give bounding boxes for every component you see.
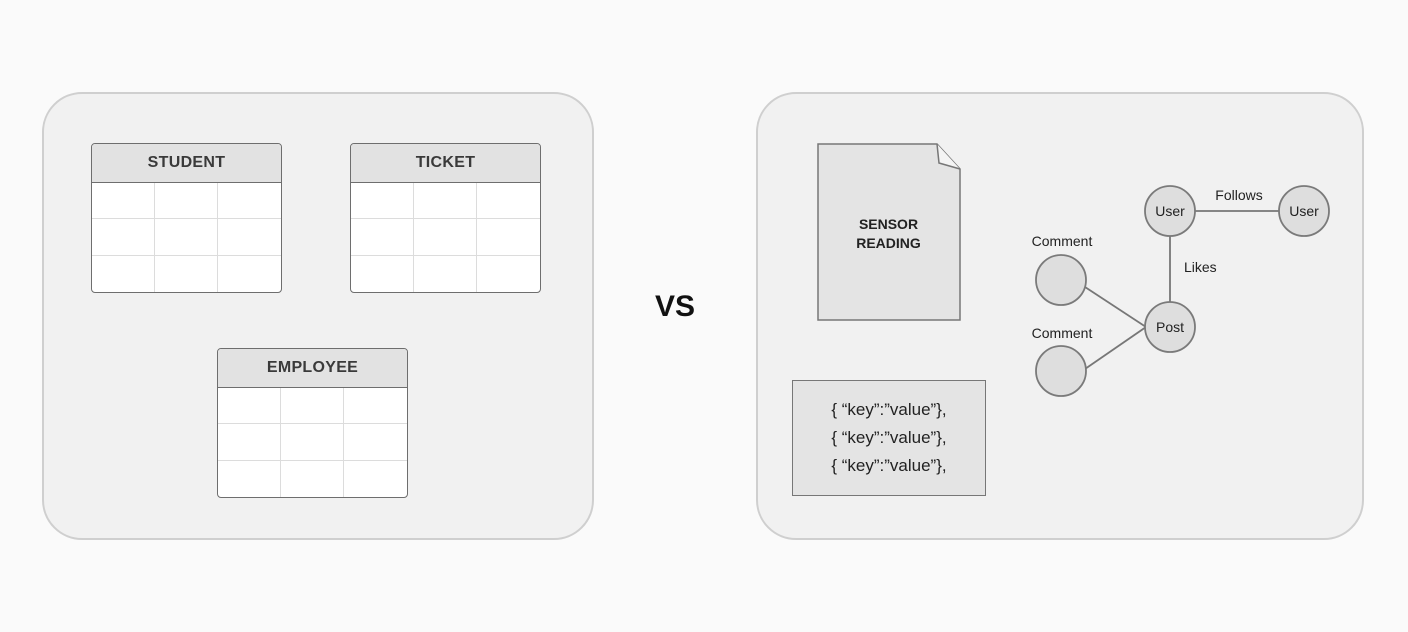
edge-comment-b [1084,326,1147,370]
table-employee-grid [218,388,407,497]
node-user-b-label: User [1289,203,1319,219]
document-label: SENSOR READING [817,215,960,253]
node-comment-b [1035,345,1087,397]
table-ticket-grid [351,183,540,292]
edge-likes-label: Likes [1184,259,1217,275]
json-line: { “key”:”value”}, [831,428,947,447]
json-line: { “key”:”value”}, [831,456,947,475]
table-student: STUDENT [91,143,282,293]
table-student-title: STUDENT [92,144,281,183]
table-ticket: TICKET [350,143,541,293]
document-label-line1: SENSOR [858,216,919,232]
table-employee: EMPLOYEE [217,348,408,498]
document-label-line2: READING [856,235,921,251]
table-ticket-title: TICKET [351,144,540,183]
vs-label: VS [654,290,696,323]
node-post-label: Post [1156,319,1184,335]
node-user-a [1144,185,1196,237]
graph-diagram: User User Post Comment Comment Follows L… [1032,185,1330,397]
table-employee-title: EMPLOYEE [218,349,407,388]
node-comment-a [1035,254,1087,306]
document-icon [817,143,961,321]
edge-comment-a [1084,286,1147,328]
json-box: { “key”:”value”}, { “key”:”value”}, { “k… [792,380,986,496]
node-post [1144,301,1196,353]
json-line: { “key”:”value”}, [831,400,947,419]
node-user-b [1278,185,1330,237]
document-shape: SENSOR READING [817,143,962,322]
table-student-grid [92,183,281,292]
node-user-a-label: User [1155,203,1185,219]
node-comment-a-label: Comment [1032,233,1093,249]
edge-follows-label: Follows [1215,187,1262,203]
node-comment-b-label: Comment [1032,325,1093,341]
